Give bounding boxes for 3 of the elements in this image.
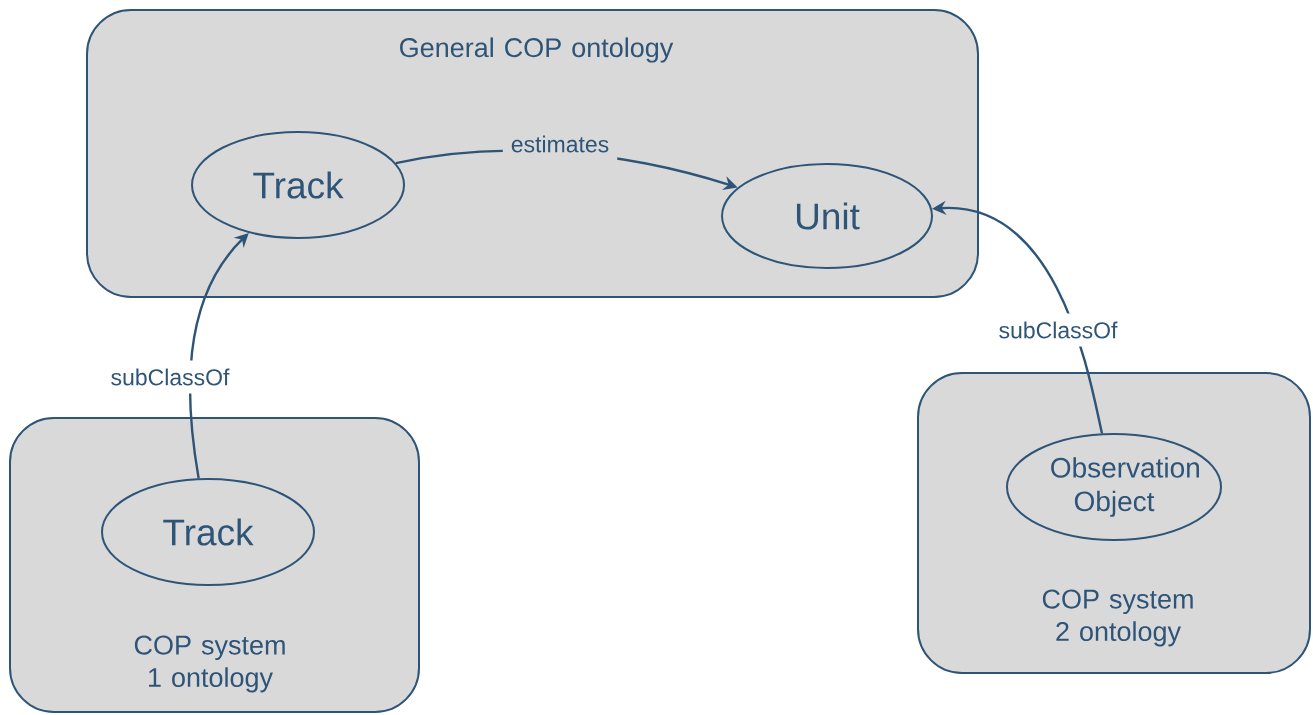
edge-label: subClassOf <box>102 360 238 394</box>
edge-label: estimates <box>502 127 618 161</box>
edge-label: subClassOf <box>990 313 1126 347</box>
